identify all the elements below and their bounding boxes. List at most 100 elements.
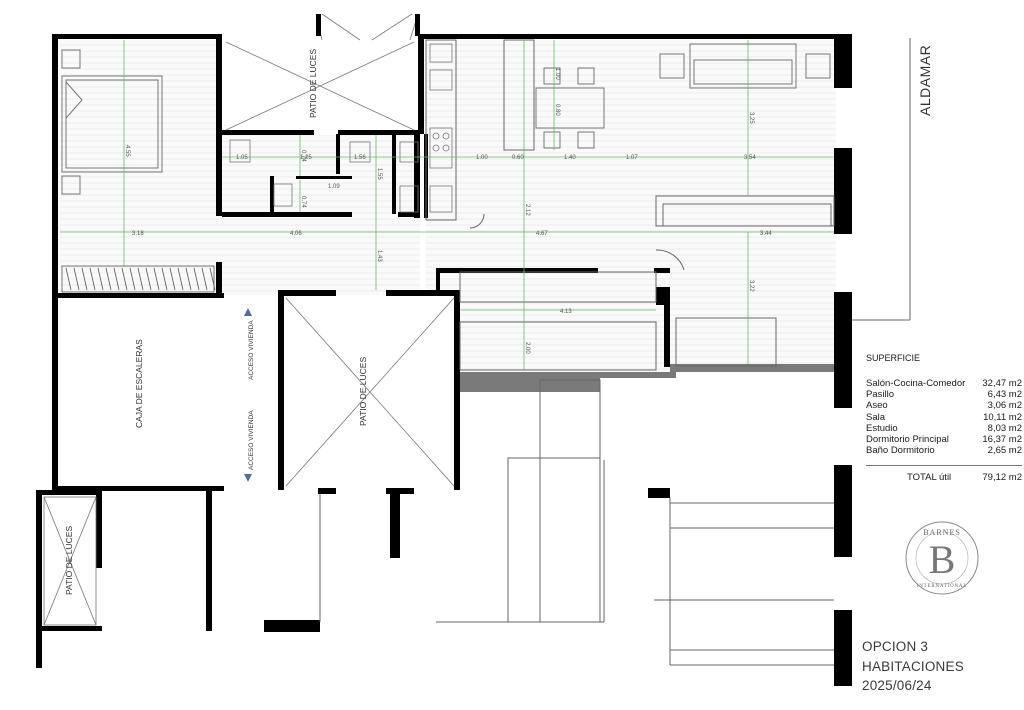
street-label: ALDAMAR [917, 45, 933, 116]
dim-label: 1.09 [328, 184, 340, 190]
access-arrow-down-icon [244, 474, 252, 482]
surface-row-value: 8,03 m2 [987, 422, 1022, 434]
surface-row: Salón-Cocina-Comedor 32,47 m2 [866, 378, 1022, 389]
thin-outlines [319, 38, 911, 666]
wardrobe-line [81, 267, 88, 291]
patio-top-label: PATIO DE LUCES [308, 49, 318, 118]
surface-row-value: 2,65 m2 [987, 445, 1022, 457]
access-label-1: ACCESO VIVIENDA [248, 320, 255, 380]
dim-label: 4.55 [124, 145, 130, 157]
surface-row-name: Dormitorio Principal [866, 434, 949, 446]
surface-row: Estudio 8,03 m2 [866, 423, 1022, 434]
stairs-label: CAJA DE ESCALERAS [134, 339, 144, 428]
surface-row-name: Pasillo [866, 389, 894, 401]
surface-row: Baño Dormitorio 2,65 m2 [866, 445, 1022, 456]
access-arrow-up-icon [244, 308, 252, 316]
wardrobe-line [185, 267, 192, 291]
wardrobe-line [65, 267, 72, 291]
dim-label: 3.22 [748, 280, 754, 292]
furniture [535, 43, 831, 149]
surface-row: Sala 10,11 m2 [866, 412, 1022, 423]
surface-row-name: Salón-Cocina-Comedor [866, 378, 966, 389]
surface-table: SUPERFICIE Salón-Cocina-Comedor 32,47 m2 … [866, 353, 1022, 483]
dim-label: 1.00 [554, 68, 560, 80]
dim-label: 0.60 [512, 155, 524, 161]
surface-rows: Salón-Cocina-Comedor 32,47 m2 Pasillo 6,43… [866, 378, 1022, 456]
surface-row: Pasillo 6,43 m2 [866, 389, 1022, 400]
surface-row-name: Estudio [866, 422, 898, 434]
dim-label: 2.12 [524, 204, 530, 216]
surface-total-label: TOTAL útil [907, 472, 952, 484]
surface-row-name: Baño Dormitorio [866, 445, 935, 457]
wardrobe-line [89, 267, 96, 291]
dim-label: 1.40 [564, 155, 576, 161]
dim-label: 3.25 [748, 112, 754, 124]
barnes-logo: B BARNES INTERNATIONAL [905, 521, 979, 595]
logo-top-text: BARNES [923, 528, 961, 537]
surface-title: SUPERFICIE [866, 353, 921, 363]
dim-label: 1.55 [376, 168, 382, 180]
patio-crosses [43, 13, 455, 626]
wardrobe-line [209, 267, 216, 291]
dim-label: 4.13 [560, 309, 572, 315]
dim-label: 4.67 [536, 231, 548, 237]
dim-label: 1.25 [300, 155, 312, 161]
wardrobe-line [169, 267, 176, 291]
wardrobe-line [153, 267, 160, 291]
surface-row-value: 10,11 m2 [983, 411, 1022, 423]
wardrobe-line [97, 267, 104, 291]
wardrobe-line [161, 267, 168, 291]
interior-walls [52, 130, 670, 558]
dim-label: 0.74 [300, 196, 306, 208]
grey-sill [460, 364, 834, 392]
surface-row-name: Sala [866, 411, 886, 423]
kitchen [429, 43, 453, 213]
patio-center-label: PATIO DE LUCES [358, 357, 368, 426]
dim-label: 1.00 [476, 155, 488, 161]
surface-row-value: 3,06 m2 [987, 400, 1022, 412]
surface-total-value: 79,12 m2 [982, 472, 1022, 484]
wardrobe-lines [65, 267, 216, 291]
wardrobe-line [121, 267, 128, 291]
wardrobe-line [145, 267, 152, 291]
option-line1: OPCION 3 [862, 639, 929, 654]
dim-label: 1.07 [626, 155, 638, 161]
wardrobe [61, 265, 215, 293]
dimension-labels: 1.05 1.25 0.74 1.56 1.09 0.74 1.55 4.55 … [124, 68, 772, 354]
bed [61, 49, 163, 195]
dim-label: 1.05 [236, 155, 248, 161]
surface-row-value: 6,43 m2 [987, 389, 1022, 401]
wardrobe-line [105, 267, 112, 291]
wardrobe-line [201, 267, 208, 291]
wardrobe-line [137, 267, 144, 291]
bathroom-fixtures [229, 139, 419, 213]
wardrobe-line [129, 267, 136, 291]
option-block: OPCION 3 HABITACIONES 2025/06/24 [862, 637, 964, 696]
wardrobe-line [177, 267, 184, 291]
logo-letter: B [929, 537, 956, 582]
dim-label: 1.56 [354, 155, 366, 161]
dim-label: 0.74 [300, 150, 306, 162]
dim-label: 3.18 [132, 231, 144, 237]
wardrobe-line [113, 267, 120, 291]
option-line2: HABITACIONES [862, 658, 964, 674]
exterior-walls [36, 34, 852, 686]
patio-bottom-label: PATIO DE LUCES [64, 526, 74, 595]
dim-label: 0.80 [554, 104, 560, 116]
dimension-lines [60, 40, 834, 370]
dim-label: 1.43 [376, 250, 382, 262]
wardrobe-line [193, 267, 200, 291]
dim-label: 3.44 [760, 231, 772, 237]
access-label-2: ACCESO VIVIENDA [248, 410, 255, 470]
surface-row-value: 16,37 m2 [982, 434, 1022, 446]
dim-label: 4.06 [290, 231, 302, 237]
dim-label: 3.54 [744, 155, 756, 161]
surface-row-value: 32,47 m2 [982, 378, 1022, 389]
logo-bottom-text: INTERNATIONAL [917, 584, 967, 589]
surface-total: TOTAL útil 79,12 m2 [866, 465, 1022, 483]
dim-label: 2.00 [524, 342, 530, 354]
surface-row: Dormitorio Principal 16,37 m2 [866, 434, 1022, 445]
option-date: 2025/06/24 [862, 678, 932, 693]
